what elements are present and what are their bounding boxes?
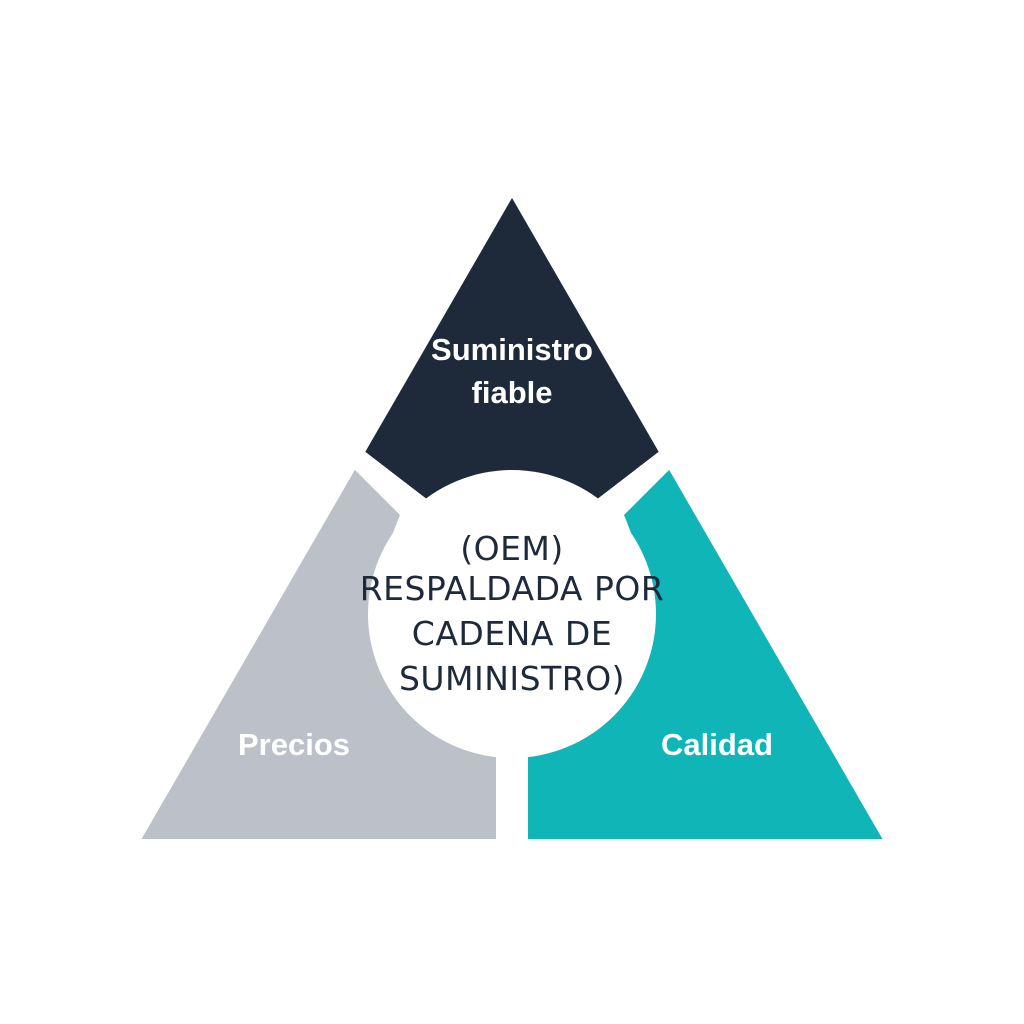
left-segment-label: Precios (238, 727, 350, 762)
segment-top-suministro-fiable (324, 172, 700, 500)
center-text-line2: RESPALDADA POR (360, 569, 665, 608)
right-segment-label: Calidad (661, 727, 773, 762)
center-text-line4: SUMINISTRO) (399, 659, 625, 698)
center-text-line3: CADENA DE (412, 614, 612, 653)
top-segment-label-line1: Suministro (431, 332, 593, 367)
center-circle (368, 470, 656, 758)
triangle-segments (119, 172, 905, 852)
top-segment-label-line2: fiable (472, 375, 553, 410)
triangle-outline (106, 159, 918, 865)
center-text-line1: (OEM) (460, 529, 564, 568)
